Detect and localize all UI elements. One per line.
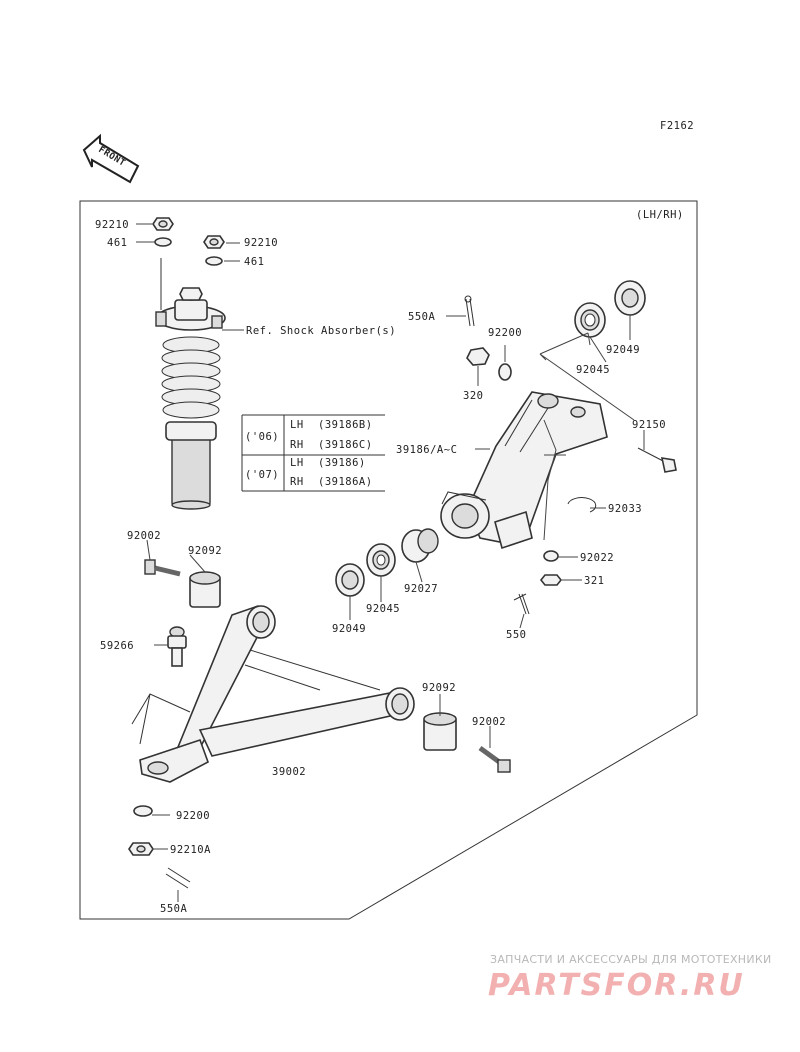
bolt-92002-left [144, 559, 181, 577]
part-label: 92200 [488, 327, 522, 339]
nut-92210-right [203, 235, 225, 249]
part-label: 92092 [188, 545, 222, 557]
spacer-92027 [401, 528, 439, 563]
nut-92210-shaft [179, 287, 203, 301]
washer-92200-top [498, 363, 512, 381]
nut-92210-left [152, 217, 174, 231]
leader-lines [136, 223, 645, 902]
bearing-92049-lower [335, 563, 365, 597]
bearing-92045-lower [366, 543, 396, 577]
part-label: 92210 [244, 237, 278, 249]
part-label: 92033 [608, 503, 642, 515]
part-label: 320 [463, 390, 483, 402]
figure-code: F2162 [660, 120, 694, 132]
diagram-frame [79, 200, 698, 920]
watermark-tagline: ЗАПЧАСТИ И АКСЕССУАРЫ ДЛЯ МОТОТЕХНИКИ [490, 953, 772, 966]
part-label: 39186/A~C [396, 444, 457, 456]
part-label: 92200 [176, 810, 210, 822]
part-label: 92002 [127, 530, 161, 542]
part-label: 461 [244, 256, 264, 268]
part-label: 92045 [576, 364, 610, 376]
bearing-92045-top [574, 302, 606, 338]
washer-92200-bottom [133, 805, 153, 817]
variant-year: ('07) [245, 469, 279, 481]
variant-side: LH [290, 419, 304, 431]
variant-code: (39186A) [318, 476, 373, 488]
part-labels: 92210 461 92210 461 550A 92200 320 92049… [95, 219, 666, 915]
part-label: 461 [107, 237, 127, 249]
bolt-92150 [637, 447, 677, 473]
bearing-92049-top [614, 280, 646, 316]
nut-92210A [128, 842, 154, 856]
part-label: 550A [408, 311, 435, 323]
cotter-pin-550A-top [464, 295, 475, 327]
a-arm-39002 [131, 605, 415, 783]
front-arrow-icon: FRONT [82, 133, 140, 184]
part-label: 92049 [332, 623, 366, 635]
part-label: 92210 [95, 219, 129, 231]
washer-92022 [543, 550, 559, 562]
variant-year: ('06) [245, 431, 279, 443]
part-label: 92002 [472, 716, 506, 728]
bolt-92002-right [478, 745, 511, 773]
snap-ring-92033 [567, 497, 597, 513]
reference-note: Ref. Shock Absorber(s) [246, 325, 396, 337]
part-label: 550A [160, 903, 187, 915]
bushing-92092-left [189, 571, 221, 608]
part-label: 92092 [422, 682, 456, 694]
watermark-logo: ЗАПЧАСТИ И АКСЕССУАРЫ ДЛЯ МОТОТЕХНИКИ PA… [488, 953, 772, 1003]
part-label: 92022 [580, 552, 614, 564]
shock-absorber [155, 258, 226, 510]
nut-321 [539, 574, 563, 586]
ball-joint-59266 [167, 626, 187, 667]
part-label: 321 [584, 575, 604, 587]
variant-table [241, 414, 385, 492]
variant-table-text: ('06) LH (39186B) RH (39186C) ('07) LH (… [245, 419, 373, 488]
bushing-92092-right [423, 712, 457, 751]
steering-knuckle [440, 391, 608, 550]
variant-code: (39186B) [318, 419, 373, 431]
variant-code: (39186C) [318, 439, 373, 451]
part-label: 92210A [170, 844, 211, 856]
part-label: 92150 [632, 419, 666, 431]
part-label: 92027 [404, 583, 438, 595]
part-label: 59266 [100, 640, 134, 652]
cotter-pin-550A-bottom [165, 867, 191, 889]
washer-461-right [205, 256, 223, 266]
variant-side: LH [290, 457, 304, 469]
part-label: 92049 [606, 344, 640, 356]
variant-code: (39186) [318, 457, 366, 469]
washer-461-left [154, 237, 172, 247]
variant-side: RH [290, 476, 304, 488]
cotter-pin-550 [513, 593, 530, 615]
variant-label: (LH/RH) [636, 209, 684, 221]
castle-nut-320 [466, 347, 490, 366]
part-label: 39002 [272, 766, 306, 778]
part-label: 92045 [366, 603, 400, 615]
part-label: 550 [506, 629, 526, 641]
variant-side: RH [290, 439, 304, 451]
watermark-logo-text: PARTSFOR.RU [488, 968, 745, 1003]
